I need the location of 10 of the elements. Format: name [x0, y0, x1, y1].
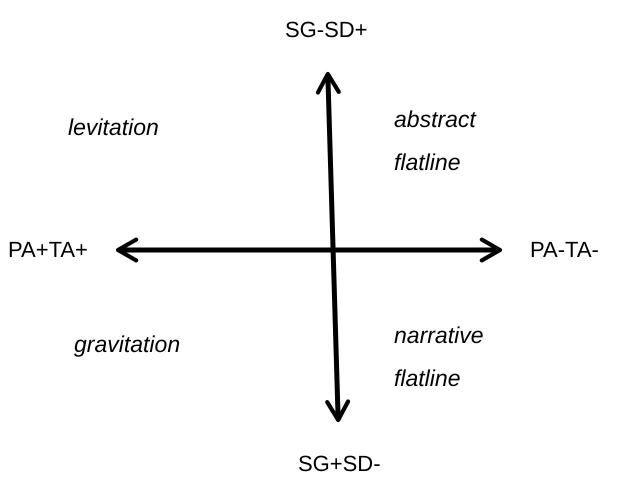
- axis-end-label: PA-TA-: [530, 236, 599, 264]
- axis-end-label: SG+SD-: [298, 450, 381, 478]
- quadrant-label: gravitation: [74, 330, 182, 359]
- axis-end-label: PA+TA+: [8, 236, 88, 264]
- quadrant-label: levitation: [68, 113, 160, 142]
- axis-end-label: SG-SD+: [285, 16, 368, 44]
- axis-arrow: [316, 72, 350, 422]
- quadrant-label: narrative flatline: [394, 321, 484, 393]
- quadrant-label: abstract flatline: [394, 105, 478, 177]
- axis-arrow: [116, 238, 502, 262]
